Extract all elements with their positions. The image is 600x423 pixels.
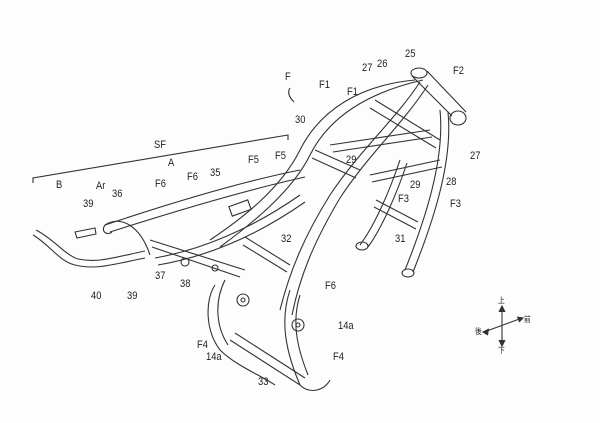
head-pipe	[410, 67, 428, 79]
label-32: 32	[281, 233, 292, 245]
down-tube-f3	[359, 159, 408, 248]
label-30: 30	[295, 114, 306, 126]
label-38: 38	[180, 278, 191, 290]
label-33: 33	[258, 376, 269, 388]
label-29: 29	[346, 154, 357, 166]
label-29: 29	[410, 179, 421, 191]
compass-front-label: 前	[524, 315, 531, 324]
pivot-plate-f4	[207, 279, 276, 386]
label-f1: F1	[319, 79, 330, 91]
label-27: 27	[470, 150, 481, 162]
pivot-plate-f4-right	[284, 289, 331, 391]
label-f: F	[285, 71, 291, 83]
seat-rail-f6	[154, 194, 306, 266]
main-frame-f1	[209, 79, 416, 241]
label-f6: F6	[187, 171, 198, 183]
label-31: 31	[395, 233, 406, 245]
compass-down-label: 下	[498, 346, 505, 355]
bracket-36	[104, 220, 151, 256]
rear-grip-40	[32, 229, 146, 268]
label-ar: Ar	[96, 180, 106, 192]
label-b: B	[56, 179, 63, 191]
label-sf: SF	[154, 139, 166, 151]
label-39: 39	[83, 198, 94, 210]
label-f4: F4	[333, 351, 344, 363]
compass-up-label: 上	[498, 296, 505, 305]
label-40: 40	[91, 290, 102, 302]
label-27: 27	[362, 62, 373, 74]
sf-bracket	[32, 134, 289, 183]
label-14a: 14a	[338, 320, 354, 332]
seat-rail-f5	[104, 169, 306, 233]
label-39: 39	[127, 290, 138, 302]
label-35: 35	[210, 167, 221, 179]
cross-tube-32	[242, 236, 291, 273]
label-f5: F5	[275, 150, 286, 162]
seat-rail-lower	[149, 239, 246, 278]
label-26: 26	[377, 58, 388, 70]
direction-compass	[481, 304, 525, 348]
label-a: A	[168, 157, 175, 169]
head-pipe-lower	[449, 110, 467, 126]
label-f6: F6	[325, 280, 336, 292]
label-25: 25	[405, 48, 416, 60]
label-37: 37	[155, 270, 166, 282]
label-f3: F3	[450, 198, 461, 210]
main-frame-f1-inner	[279, 81, 421, 311]
label-14a: 14a	[206, 351, 222, 363]
label-f2: F2	[453, 65, 464, 77]
label-f4: F4	[197, 339, 208, 351]
cross-tube-33	[229, 332, 306, 386]
label-f3: F3	[398, 193, 409, 205]
label-f1: F1	[347, 86, 358, 98]
f-arrow	[288, 87, 295, 103]
label-28: 28	[446, 176, 457, 188]
label-f5: F5	[248, 154, 259, 166]
compass-rear-label: 後	[475, 327, 482, 336]
label-f6: F6	[155, 178, 166, 190]
label-36: 36	[112, 188, 123, 200]
